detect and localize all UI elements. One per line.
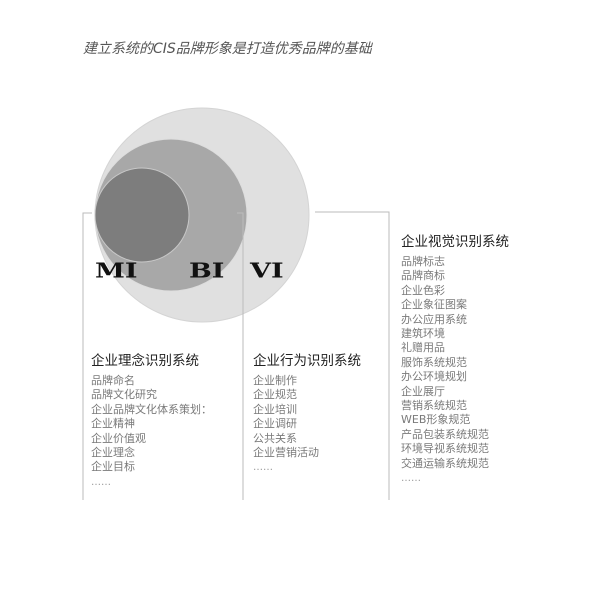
mi-list-item: 品牌命名 [91, 374, 135, 387]
vi-list-item: 企业展厅 [401, 384, 445, 398]
bi-list-item: 企业制作 [253, 374, 297, 387]
vi-label: VI [249, 259, 284, 283]
vi-list-item: 企业象征图案 [401, 298, 467, 312]
vi-list: 品牌标志品牌商标企业色彩企业象征图案办公应用系统建筑环境礼赠用品服饰系统规范办公… [401, 255, 509, 471]
vi-list-item: 建筑环境 [401, 327, 445, 341]
mi-list-item: 企业价值观 [91, 431, 146, 445]
mi-list-item: 品牌文化研究 [91, 388, 157, 402]
vi-list-item: 营销系统规范 [401, 399, 467, 413]
bi-list-item: 公共关系 [253, 431, 297, 445]
mi-list-item: 企业目标 [91, 460, 135, 474]
mi-connector-line [82, 212, 92, 500]
vi-section: 企业视觉识别系统 品牌标志品牌商标企业色彩企业象征图案办公应用系统建筑环境礼赠用… [401, 230, 509, 487]
mi-label: MI [95, 259, 138, 283]
vi-list-item: 产品包装系统规范 [401, 427, 489, 441]
mi-more: …… [91, 476, 111, 488]
vi-heading: 企业视觉识别系统 [401, 234, 509, 250]
mi-list-item: 企业品牌文化体系策划： [91, 402, 212, 416]
mi-circle [94, 167, 190, 263]
mi-section: 企业理念识别系统 品牌命名品牌文化研究企业品牌文化体系策划：企业精神企业价值观企… [91, 349, 212, 491]
vi-more: …… [401, 473, 421, 485]
vi-list-item: 企业色彩 [401, 283, 445, 297]
vi-list-item: 交通运输系统规范 [401, 456, 489, 470]
bi-section: 企业行为识别系统 企业制作企业规范企业培训企业调研公共关系企业营销活动 …… [253, 349, 361, 476]
bi-connector-line [237, 212, 244, 500]
bi-label: BI [189, 259, 224, 283]
bi-heading: 企业行为识别系统 [253, 353, 361, 369]
vi-list-item: 服饰系统规范 [401, 355, 467, 369]
bi-more: …… [253, 462, 273, 474]
bi-list-item: 企业营销活动 [253, 446, 319, 460]
vi-list-item: 品牌商标 [401, 269, 445, 283]
bi-list-item: 企业调研 [253, 417, 297, 431]
vi-list-item: 环境导视系统规范 [401, 442, 489, 456]
vi-list-item: 礼赠用品 [401, 341, 445, 355]
bi-list-item: 企业规范 [253, 388, 297, 402]
mi-list-item: 企业理念 [91, 446, 135, 460]
page-title: 建立系统的CIS品牌形象是打造优秀品牌的基础 [83, 41, 372, 57]
mi-heading: 企业理念识别系统 [91, 353, 199, 369]
mi-list: 品牌命名品牌文化研究企业品牌文化体系策划：企业精神企业价值观企业理念企业目标 [91, 374, 212, 475]
vi-list-item: 办公应用系统 [401, 312, 467, 326]
bi-list: 企业制作企业规范企业培训企业调研公共关系企业营销活动 [253, 374, 361, 460]
vi-list-item: 品牌标志 [401, 255, 445, 268]
bi-list-item: 企业培训 [253, 402, 297, 416]
mi-list-item: 企业精神 [91, 417, 135, 431]
vi-list-item: 办公环境规划 [401, 370, 467, 384]
vi-connector-line [315, 211, 390, 500]
vi-list-item: WEB形象规范 [401, 413, 471, 427]
